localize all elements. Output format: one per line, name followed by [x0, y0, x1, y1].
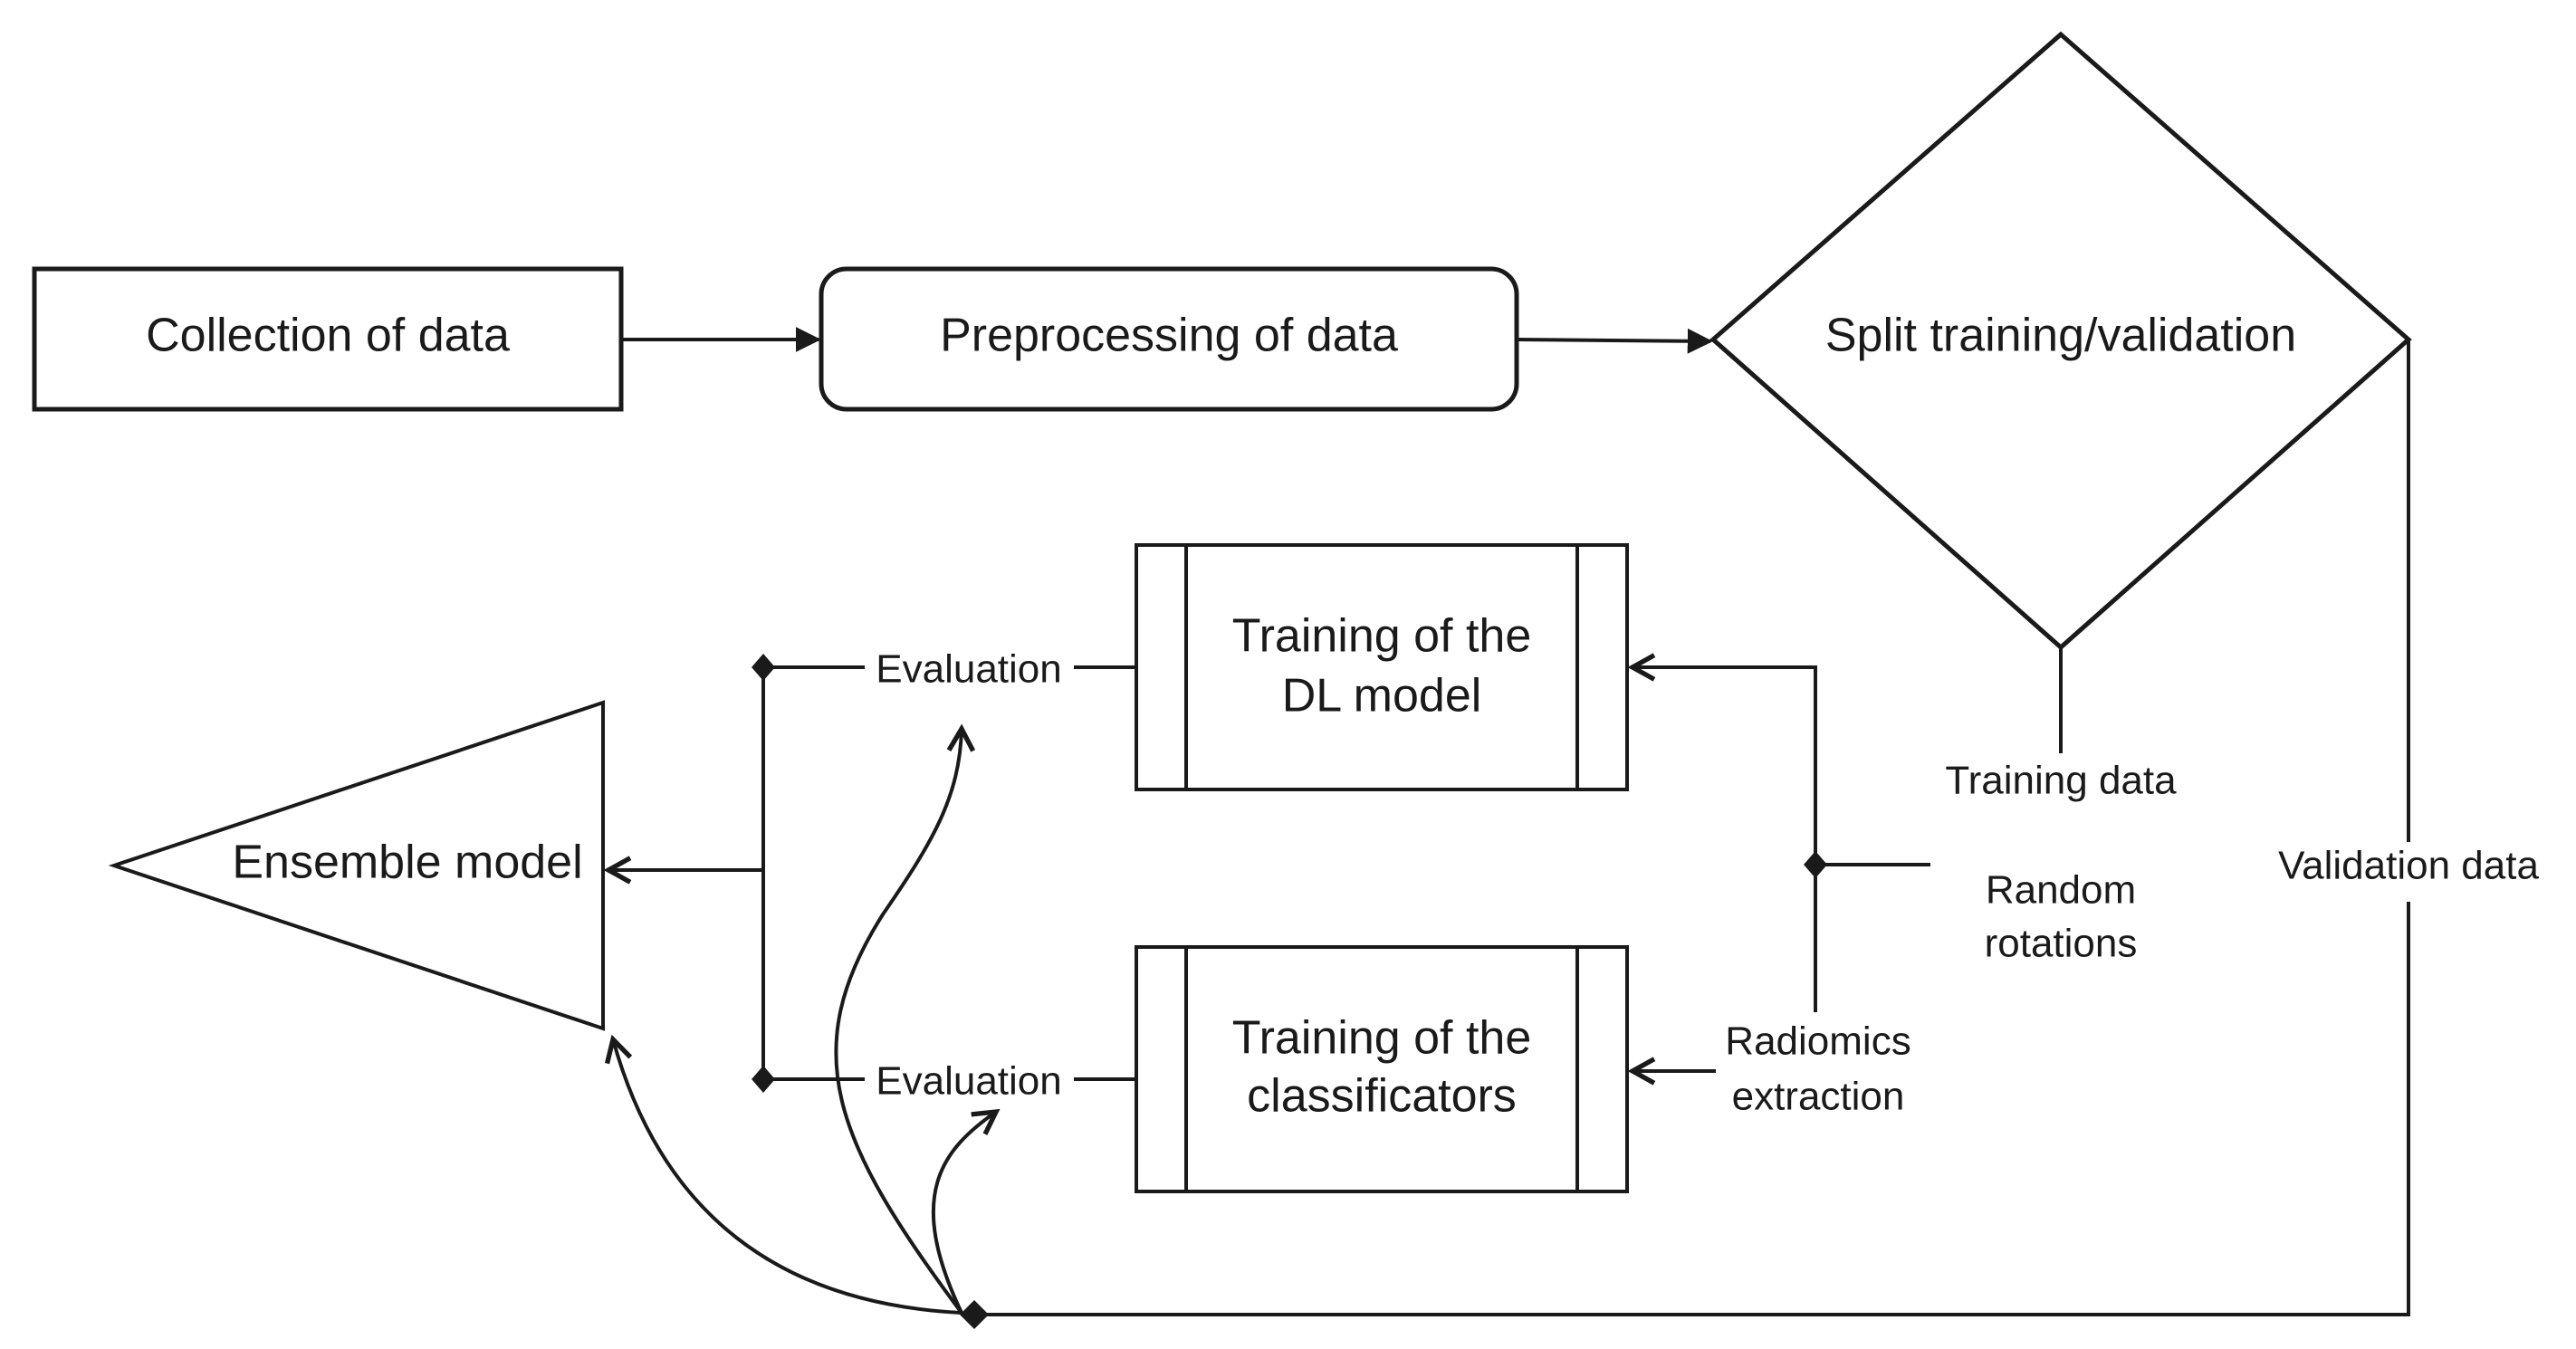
- dl-training-label-line1: Training of the: [1232, 610, 1531, 663]
- random-rotations-label-line1: Random: [1986, 868, 2136, 913]
- curve-validation-to-evaluation-top: [834, 729, 962, 1315]
- radiomics-extraction-label-line2: extraction: [1732, 1075, 1905, 1119]
- edge-validation-bottom: [974, 902, 2410, 1316]
- preprocessing-node: Preprocessing of data: [819, 266, 1519, 412]
- evaluation-bottom-label: Evaluation: [876, 1059, 1061, 1104]
- dl-training-node: Training of the DL model: [1135, 543, 1629, 791]
- junction-diamond-top: [752, 654, 775, 681]
- classificator-training-node: Training of the classificators: [1135, 945, 1629, 1193]
- curve-validation-to-evaluation-bottom: [931, 1112, 996, 1314]
- edge-junction-to-dl: [1633, 667, 1817, 865]
- random-rotations-label-line2: rotations: [1985, 922, 2138, 966]
- junction-diamond-rotations: [1804, 851, 1827, 878]
- curve-validation-to-ensemble: [613, 1039, 962, 1315]
- evaluation-top-label: Evaluation: [876, 647, 1061, 692]
- classificator-training-label-line1: Training of the: [1232, 1012, 1531, 1065]
- junction-diamond-validation: [960, 1300, 989, 1329]
- split-decision-node: Split training/validation: [1709, 31, 2412, 651]
- ensemble-label: Ensemble model: [232, 837, 582, 889]
- split-label: Split training/validation: [1825, 310, 2296, 362]
- junction-diamond-bottom: [752, 1066, 775, 1093]
- collection-label: Collection of data: [146, 310, 510, 362]
- ensemble-node: Ensemble model: [108, 700, 605, 1031]
- classificator-training-label-line2: classificators: [1247, 1070, 1517, 1123]
- validation-data-label: Validation data: [2278, 844, 2539, 888]
- dl-training-label-line2: DL model: [1282, 670, 1482, 722]
- edge-preprocessing-to-split: [1516, 328, 1713, 354]
- training-data-label: Training data: [1945, 759, 2177, 803]
- radiomics-extraction-label-line1: Radiomics: [1725, 1019, 1910, 1064]
- collection-node: Collection of data: [32, 266, 624, 412]
- preprocessing-label: Preprocessing of data: [940, 310, 1398, 362]
